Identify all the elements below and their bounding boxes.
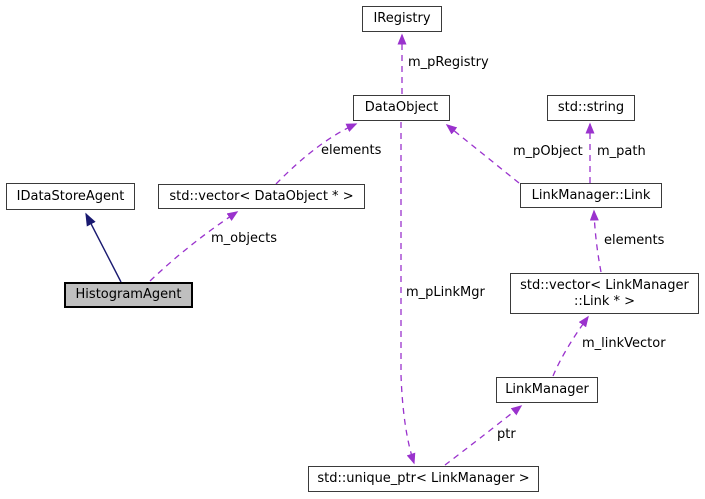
class-node-vector-linkmanager-link[interactable]: std::vector< LinkManager ::Link * > — [510, 273, 699, 314]
class-node-label: std::string — [557, 100, 625, 116]
class-node-idatastoreagent[interactable]: IDataStoreAgent — [6, 183, 135, 210]
edge-label-elements-link: elements — [604, 233, 665, 248]
class-node-unique-ptr-linkmanager[interactable]: std::unique_ptr< LinkManager > — [308, 466, 539, 492]
class-node-histogramagent: HistogramAgent — [64, 282, 193, 308]
class-node-label: HistogramAgent — [75, 287, 182, 303]
class-node-linkmanager[interactable]: LinkManager — [496, 377, 598, 403]
class-node-label: DataObject — [364, 100, 439, 116]
class-node-label: LinkManager::Link — [531, 187, 651, 203]
class-node-vector-dataobject[interactable]: std::vector< DataObject * > — [158, 184, 365, 209]
class-node-dataobject[interactable]: DataObject — [353, 95, 450, 121]
edge-label-ptr: ptr — [497, 427, 516, 442]
edge-m-objects — [149, 211, 239, 282]
class-node-label: IRegistry — [373, 11, 431, 27]
edge-elements-dataobject — [275, 123, 358, 185]
edge-label-m-pobject: m_pObject — [513, 144, 583, 159]
class-node-iregistry[interactable]: IRegistry — [362, 6, 442, 32]
edge-label-m-path: m_path — [597, 144, 646, 159]
edge-label-elements-dataobject: elements — [321, 143, 382, 158]
edge-label-m-pregistry: m_pRegistry — [408, 55, 489, 70]
class-node-label: std::unique_ptr< LinkManager > — [317, 471, 530, 487]
class-node-label: LinkManager — [505, 382, 589, 398]
edge-m-plinkmgr — [400, 122, 416, 465]
class-node-linkmanager-link[interactable]: LinkManager::Link — [520, 183, 662, 208]
edge-m-linkvector — [552, 315, 589, 377]
class-node-label: IDataStoreAgent — [16, 188, 125, 204]
edge-ptr — [444, 405, 523, 466]
edge-inheritance — [85, 212, 122, 283]
edge-elements-link — [589, 209, 602, 273]
edge-m-pobject — [445, 124, 520, 184]
class-node-std-string[interactable]: std::string — [547, 95, 635, 121]
class-node-label: std::vector< LinkManager ::Link * > — [520, 277, 689, 309]
edge-label-m-linkvector: m_linkVector — [582, 336, 666, 351]
edge-label-m-objects: m_objects — [211, 231, 277, 246]
edge-label-m-plinkmgr: m_pLinkMgr — [406, 285, 485, 300]
class-node-label: std::vector< DataObject * > — [169, 188, 354, 204]
